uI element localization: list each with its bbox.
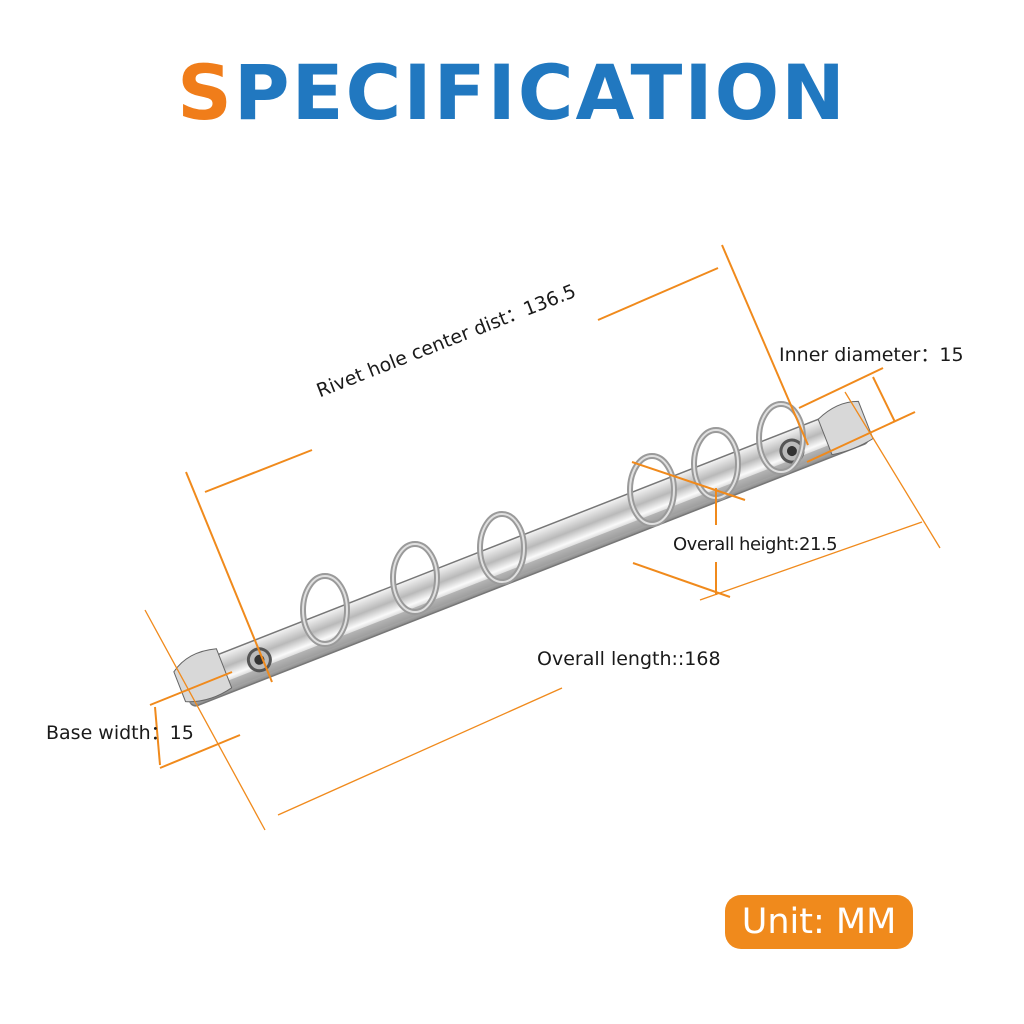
overall-length-label: Overall length::168 (537, 648, 721, 670)
title-first-letter: S (177, 48, 234, 137)
page-title: SPECIFICATION (0, 48, 1024, 137)
inner-diameter-label: Inner diameter：15 (779, 344, 964, 366)
unit-badge: Unit: MM (725, 895, 913, 949)
title-rest: PECIFICATION (233, 48, 847, 137)
dimension-lines (144, 244, 941, 831)
overall-height-label: Overall height:21.5 (673, 534, 838, 555)
base-width-label: Base width：15 (46, 722, 194, 744)
